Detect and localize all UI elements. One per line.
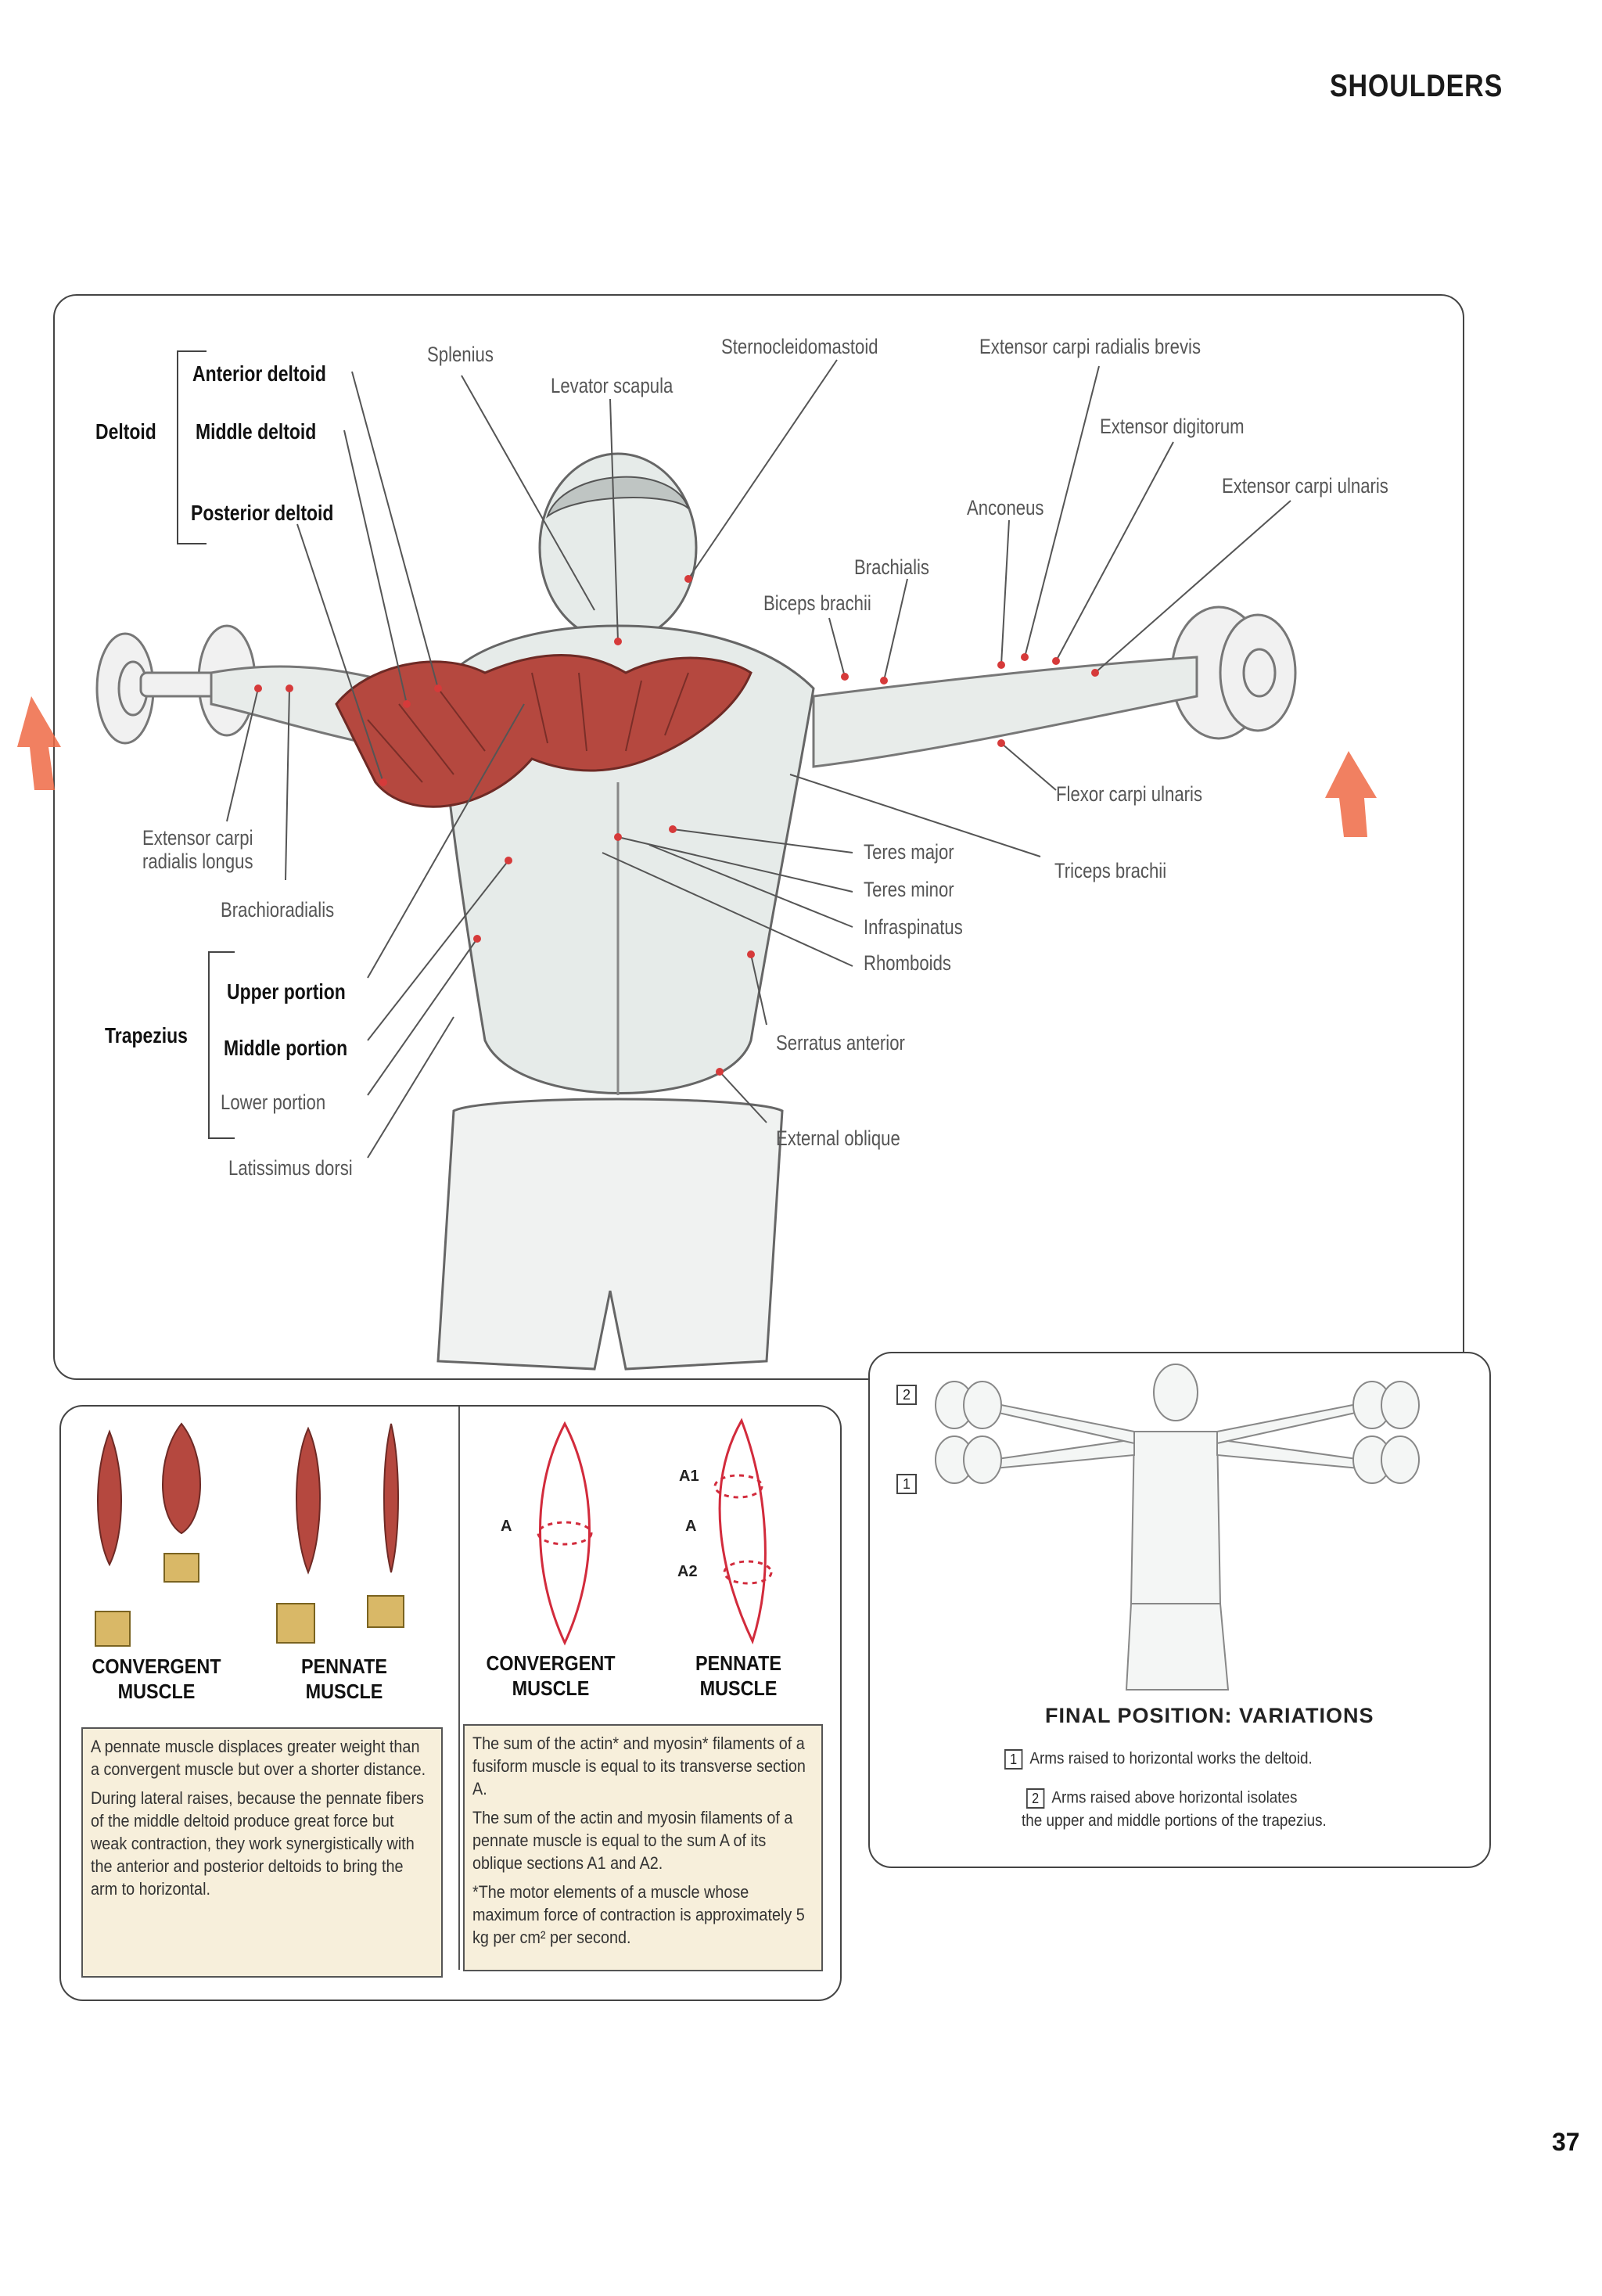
middle-portion-label: Middle portion — [224, 1036, 348, 1060]
serratus-label: Serratus anterior — [776, 1031, 905, 1055]
teres-major-label: Teres major — [864, 840, 954, 864]
filament-footnote: *The motor elements of a muscle whose ma… — [472, 1882, 805, 1947]
brachialis-label: Brachialis — [854, 555, 929, 579]
extensor-digitorum-label: Extensor digitorum — [1100, 415, 1245, 438]
panel-divider — [458, 1407, 460, 1970]
pennate-explanation-box: A pennate muscle displaces greater weigh… — [81, 1727, 443, 1978]
raise-arrow-right-icon — [1325, 751, 1377, 837]
raise-arrow-left-icon — [17, 696, 61, 790]
variation-2-text-line2: the upper and middle portions of the tra… — [1022, 1812, 1327, 1830]
trapezius-label: Trapezius — [105, 1023, 188, 1047]
upper-portion-label: Upper portion — [227, 979, 346, 1004]
posterior-deltoid-label: Posterior deltoid — [191, 501, 334, 525]
infraspinatus-label: Infraspinatus — [864, 915, 963, 939]
biceps-label: Biceps brachii — [763, 591, 871, 615]
section-letter-a-mid: A — [685, 1518, 697, 1535]
teres-minor-label: Teres minor — [864, 878, 954, 901]
deltoid-bracket — [177, 350, 207, 544]
splenius-label: Splenius — [427, 343, 494, 366]
ecr-brevis-label: Extensor carpi radialis brevis — [979, 335, 1202, 358]
external-oblique-label: External oblique — [776, 1126, 900, 1150]
latissimus-label: Latissimus dorsi — [228, 1156, 353, 1180]
variation-2-marker: 2 — [896, 1385, 917, 1405]
flexor-carpi-ulnaris-label: Flexor carpi ulnaris — [1056, 782, 1203, 806]
anterior-deltoid-label: Anterior deltoid — [192, 361, 326, 386]
section-title: SHOULDERS — [1330, 69, 1503, 103]
lower-portion-label: Lower portion — [221, 1091, 326, 1114]
brachioradialis-label: Brachioradialis — [221, 898, 335, 922]
sternocleidomastoid-label: Sternocleidomastoid — [721, 335, 878, 358]
levator-scapula-label: Levator scapula — [551, 374, 673, 397]
page-number: 37 — [1552, 2128, 1580, 2156]
middle-deltoid-label: Middle deltoid — [196, 419, 317, 444]
trapezius-bracket — [208, 951, 235, 1139]
extensor-carpi-ulnaris-label: Extensor carpi ulnaris — [1222, 474, 1388, 498]
triceps-label: Triceps brachii — [1054, 859, 1167, 882]
deltoid-label: Deltoid — [95, 419, 156, 444]
filament-explanation-1: The sum of the actin* and myosin* filame… — [472, 1734, 806, 1798]
filament-explanation-box: The sum of the actin* and myosin* filame… — [463, 1724, 823, 1971]
pennate-explanation-1: A pennate muscle displaces greater weigh… — [91, 1737, 426, 1779]
section-letter-a2: A2 — [677, 1563, 698, 1580]
filament-explanation-2: The sum of the actin and myosin filament… — [472, 1808, 793, 1873]
pennate-explanation-2: During lateral raises, because the penna… — [91, 1788, 424, 1899]
section-letter-a1: A1 — [679, 1468, 699, 1485]
section-letter-a: A — [501, 1518, 512, 1535]
ecr-longus-label-line1: Extensor carpi — [142, 826, 253, 850]
ecr-longus-label-line2: radialis longus — [142, 850, 253, 873]
variation-1-marker: 1 — [896, 1474, 917, 1494]
final-position-title: FINAL POSITION: VARIATIONS — [1045, 1704, 1374, 1727]
rhomboids-label: Rhomboids — [864, 951, 951, 975]
anconeus-label: Anconeus — [967, 496, 1044, 519]
